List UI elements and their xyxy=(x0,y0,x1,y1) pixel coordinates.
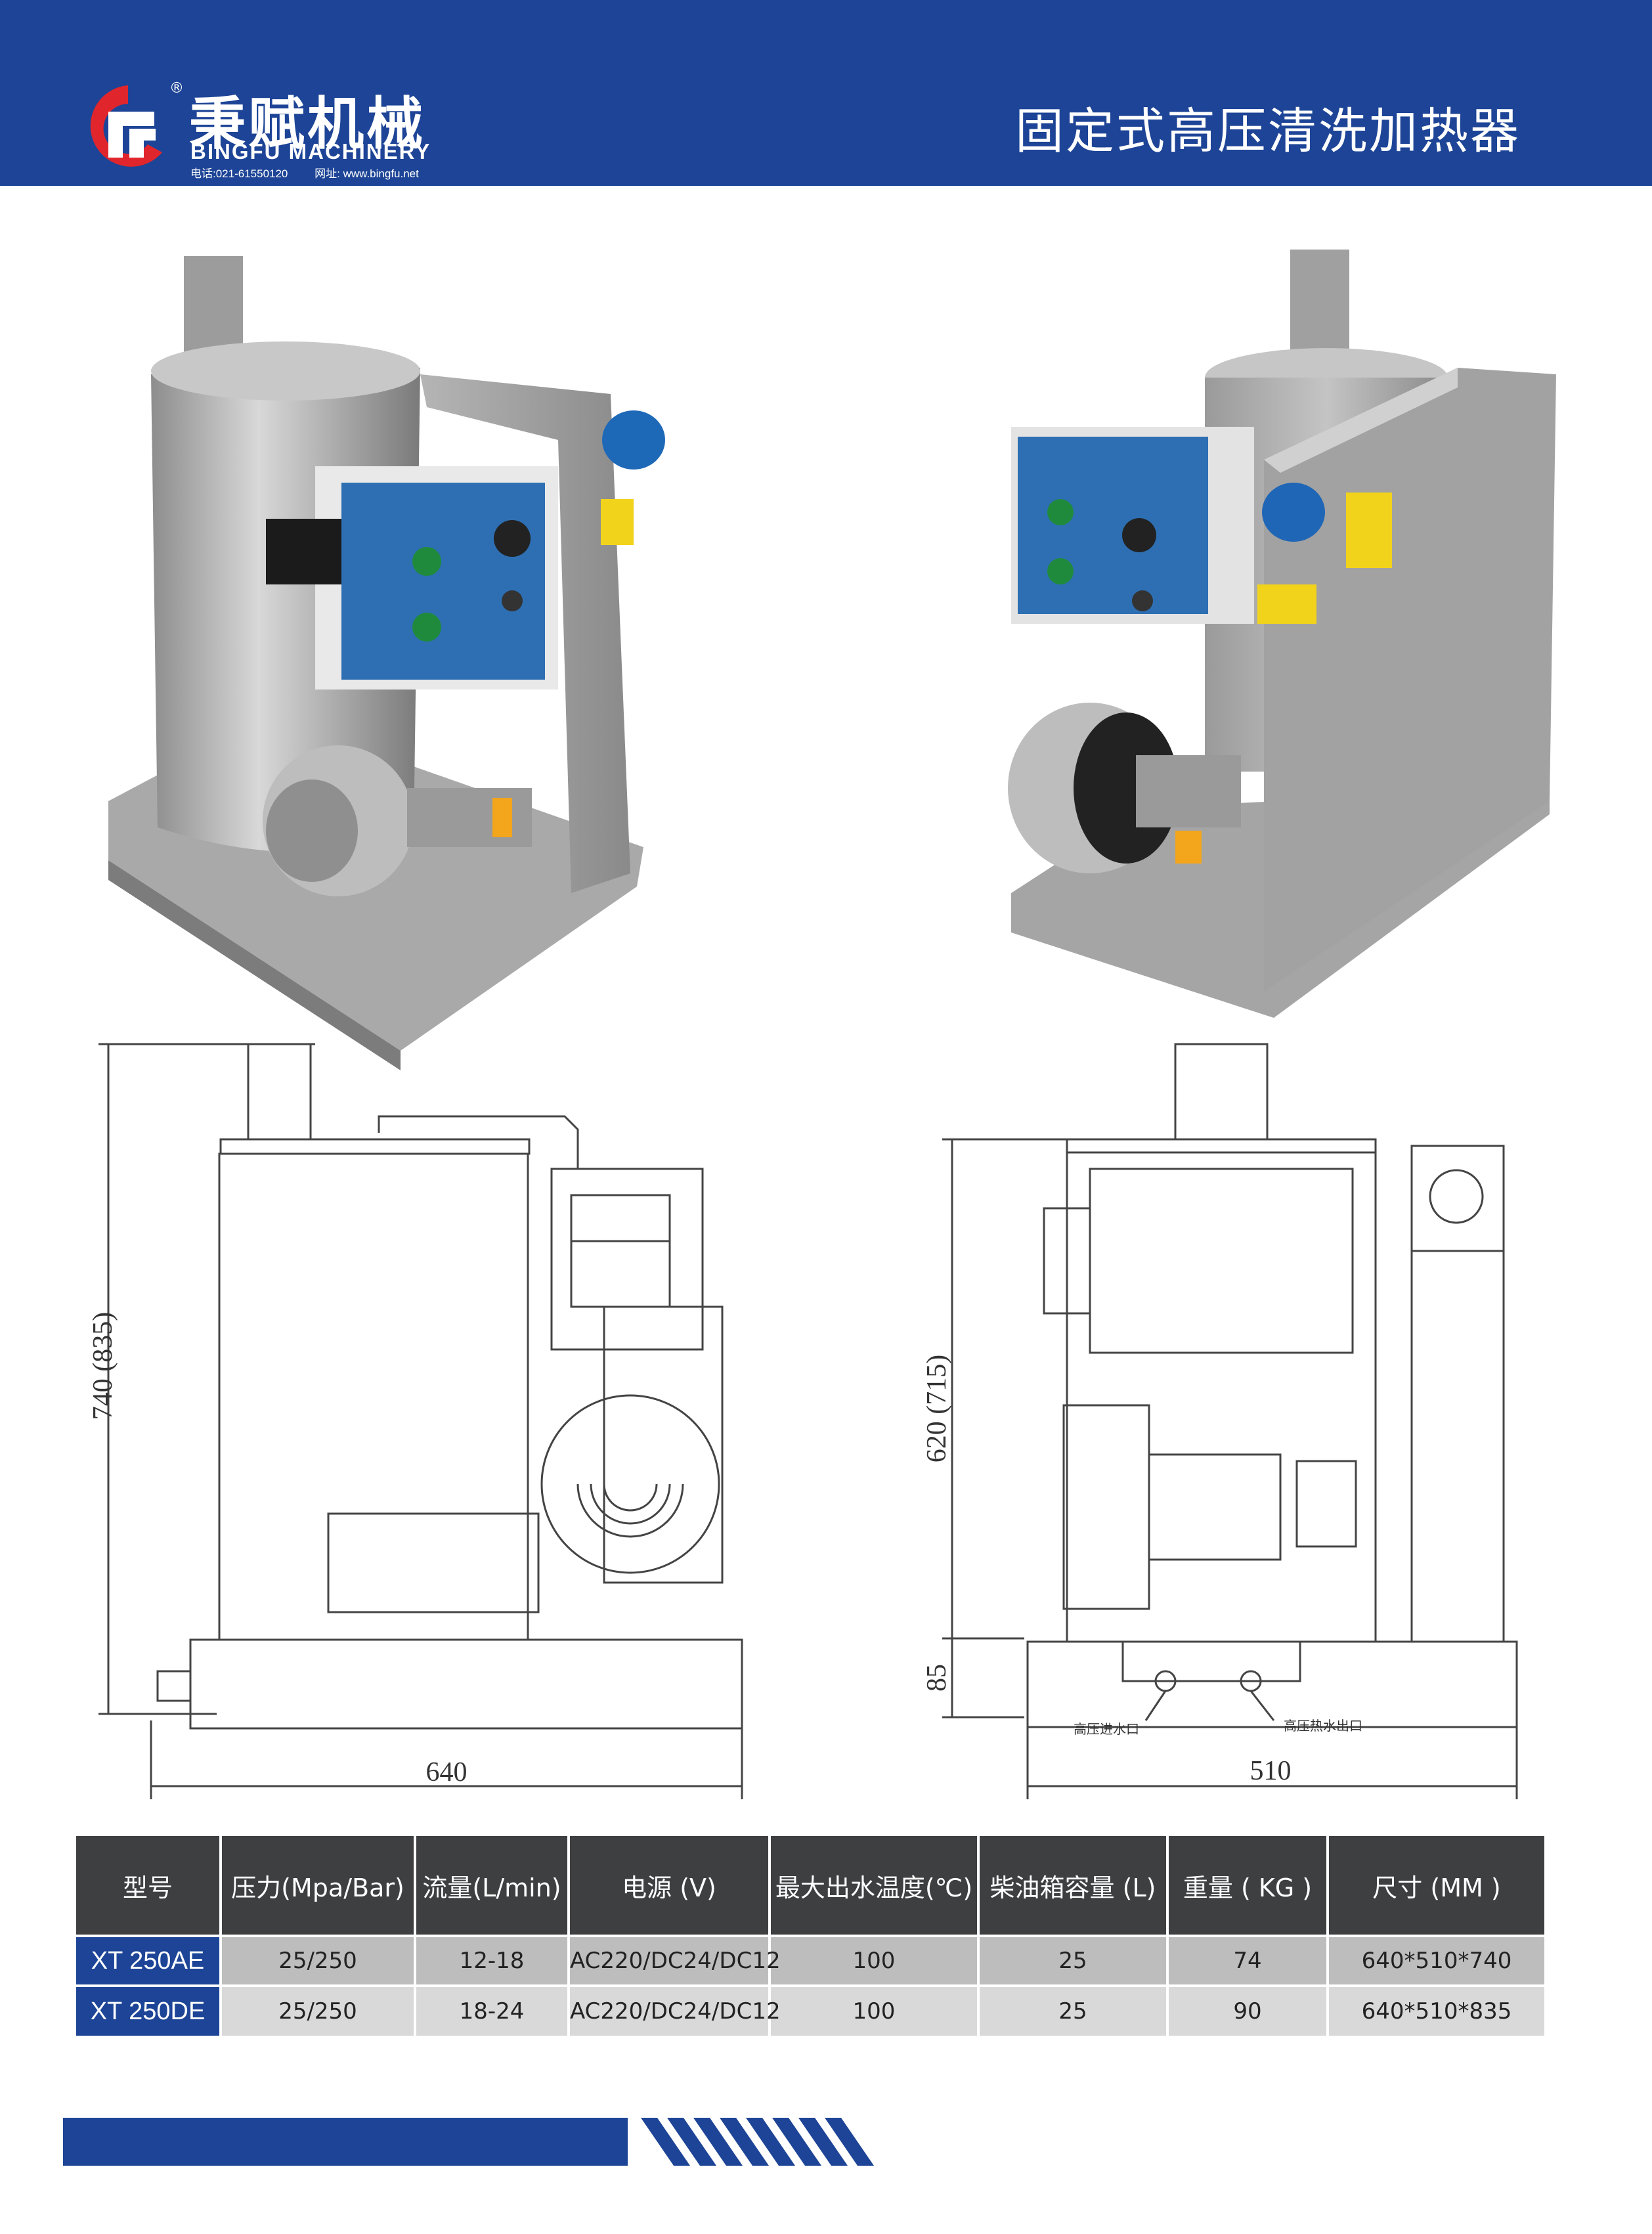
product-photo-right xyxy=(1008,250,1556,1018)
product-photo-left xyxy=(108,256,665,1070)
header-power: 电源 (V) xyxy=(567,1836,770,1936)
brand-name-cn: 秉赋机械 xyxy=(189,91,425,157)
cell-max-temp: 100 xyxy=(768,1935,978,1986)
cell-size: 640*510*740 xyxy=(1326,1935,1544,1986)
right-width-dimension: 510 xyxy=(1250,1756,1292,1786)
right-base-dimension: 85 xyxy=(922,1664,952,1692)
header-size: 尺寸 (MM ) xyxy=(1326,1836,1544,1936)
cell-power: AC220/DC24/DC12 xyxy=(567,1935,781,1986)
cell-model: XT 250DE xyxy=(76,1984,221,2036)
left-height-dimension: 740 (835) xyxy=(88,1312,118,1420)
inlet-label: 高压进水口 xyxy=(1074,1721,1139,1737)
cell-tank: 25 xyxy=(977,1935,1167,1986)
cell-size: 640*510*835 xyxy=(1326,1984,1544,2036)
technical-drawing-right: 620 (715) 85 高压进水口 高压热水出口 510 xyxy=(922,1043,1518,1799)
registered-mark: ® xyxy=(169,80,184,97)
cell-weight: 74 xyxy=(1166,1935,1328,1986)
header-flow: 流量(L/min) xyxy=(414,1836,569,1936)
page-title: 固定式高压清洗加热器 xyxy=(1015,103,1521,160)
header-tank: 柴油箱容量 (L) xyxy=(977,1836,1167,1936)
cell-tank: 25 xyxy=(977,1984,1167,2036)
header-model: 型号 xyxy=(76,1836,221,1936)
brand-name-en: BINGFU MACHINERY xyxy=(190,139,431,164)
cell-model: XT 250AE xyxy=(76,1935,221,1986)
website-text: 网址: www.bingfu.net xyxy=(315,167,419,180)
cell-pressure: 25/250 xyxy=(219,1984,415,2036)
cell-max-temp: 100 xyxy=(768,1984,978,2036)
header-pressure: 压力(Mpa/Bar) xyxy=(219,1836,415,1936)
footer-stripe-bar xyxy=(63,2118,874,2166)
cell-flow: 18-24 xyxy=(414,1984,569,2036)
spec-table: 型号 压力(Mpa/Bar) 流量(L/min) 电源 (V) 最大出水温度(℃… xyxy=(76,1836,1544,2036)
cell-flow: 12-18 xyxy=(414,1935,569,1986)
bingfu-logo-icon xyxy=(90,85,162,167)
outlet-label: 高压热水出口 xyxy=(1284,1718,1362,1734)
table-row: XT 250AE 25/250 12-18 AC220/DC24/DC12 10… xyxy=(76,1935,1544,1986)
cell-weight: 90 xyxy=(1166,1984,1328,2036)
cell-pressure: 25/250 xyxy=(219,1935,415,1986)
brand-contact: 电话:021-61550120 网址: www.bingfu.net xyxy=(190,164,443,181)
table-header-row: 型号 压力(Mpa/Bar) 流量(L/min) 电源 (V) 最大出水温度(℃… xyxy=(76,1836,1544,1936)
right-height-dimension: 620 (715) xyxy=(922,1355,952,1462)
header-weight: 重量 ( KG ) xyxy=(1166,1836,1328,1936)
technical-drawing-left: 740 (835) 640 xyxy=(88,1043,743,1799)
cell-power: AC220/DC24/DC12 xyxy=(567,1984,781,2036)
left-width-dimension: 640 xyxy=(426,1757,467,1787)
page-header: ® 秉赋机械 BINGFU MACHINERY 电话:021-61550120 … xyxy=(0,0,1652,186)
table-row: XT 250DE 25/250 18-24 AC220/DC24/DC12 10… xyxy=(76,1984,1544,2036)
header-max-temp: 最大出水温度(℃) xyxy=(768,1836,978,1936)
phone-text: 电话:021-61550120 xyxy=(190,167,288,180)
